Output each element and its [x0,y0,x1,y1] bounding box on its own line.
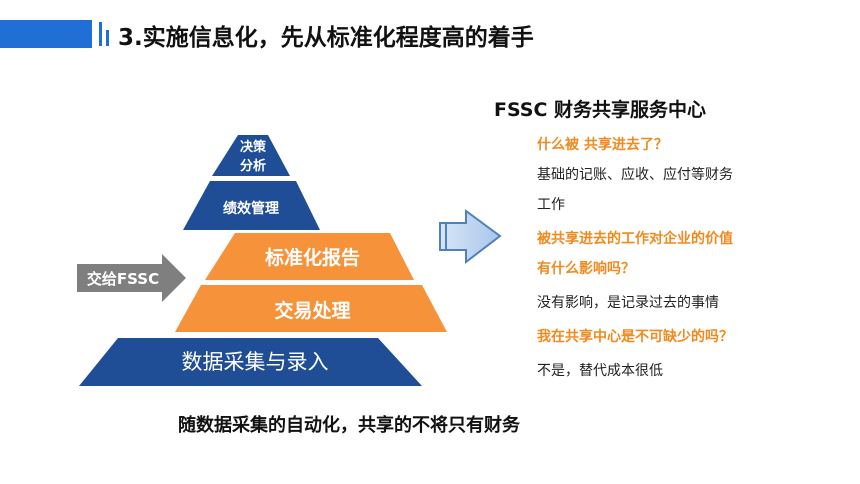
pyramid-layer-reporting [205,233,414,280]
pyramid-layer-performance [183,181,320,230]
question-1: 什么被 共享进去了？ [537,137,668,153]
pyramid-label-decision-1: 决策 [239,140,266,155]
header-accent-line-short [106,30,109,46]
question-3: 我在共享中心是不可缺少的吗？ [537,329,733,345]
pyramid-label-transaction: 交易处理 [274,300,351,322]
transition-arrow-icon [439,209,502,265]
answer-1-line-2: 工作 [537,197,565,213]
pyramid-layer-decision [212,135,290,176]
handover-label: 交给FSSC [86,270,160,288]
pyramid-label-reporting: 标准化报告 [264,247,360,269]
header-accent-line [99,22,102,46]
question-2-line-2: 有什么影响吗？ [537,261,635,277]
question-2-line-1: 被共享进去的工作对企业的价值 [537,231,733,247]
pyramid-layer-transaction [175,285,447,332]
pyramid-label-performance: 绩效管理 [223,201,279,217]
answer-2: 没有影响，是记录过去的事情 [537,295,719,311]
answer-1-line-1: 基础的记账、应收、应付等财务 [537,167,733,183]
pyramid-layer-data-collection [79,338,422,386]
header-accent-bar [0,20,92,48]
page-title: 3.实施信息化，先从标准化程度高的着手 [118,25,534,51]
pyramid-label-data-collection: 数据采集与录入 [181,350,329,374]
pyramid-label-decision-2: 分析 [239,159,266,174]
footer-statement: 随数据采集的自动化，共享的不将只有财务 [178,415,520,436]
fssc-title: FSSC 财务共享服务中心 [494,99,707,121]
answer-3: 不是，替代成本很低 [537,363,663,379]
handover-arrow [77,254,186,302]
